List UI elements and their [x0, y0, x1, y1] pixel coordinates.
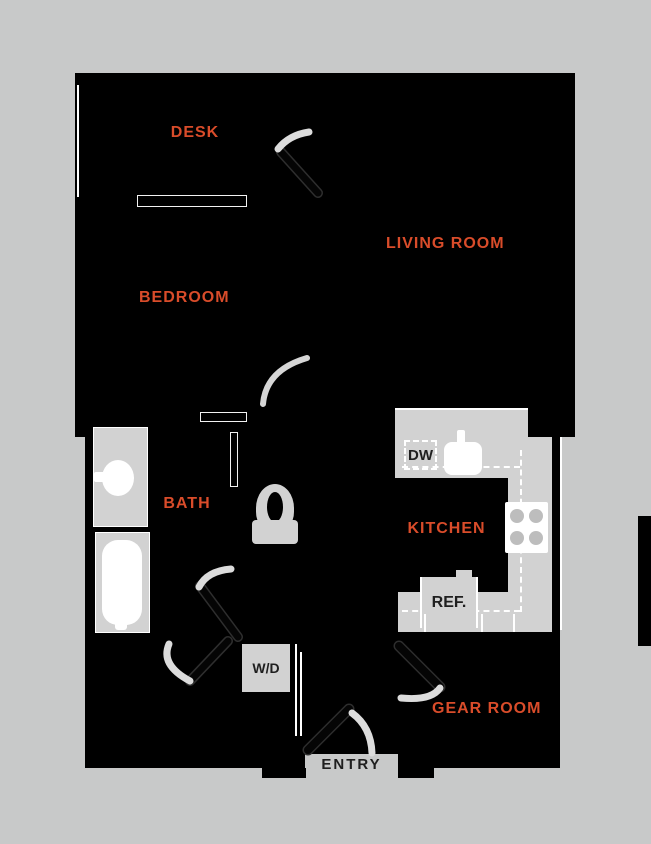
refrigerator-label: REF. — [431, 593, 467, 611]
cabinet-divider — [481, 614, 483, 632]
kitchen-faucet — [457, 430, 465, 444]
room-label-living-room: LIVING ROOM — [386, 235, 505, 252]
closet-door-line — [300, 652, 302, 736]
door-arc — [260, 355, 310, 407]
burner-icon — [510, 531, 524, 545]
toilet-seat-opening — [267, 492, 283, 522]
door-arc — [195, 565, 235, 591]
cabinet-divider — [513, 614, 515, 632]
kitchen-sink — [444, 442, 482, 475]
burner-icon — [529, 509, 543, 523]
entry-opening — [305, 754, 398, 768]
kitchen-wall-hairline — [560, 437, 562, 630]
burner-icon — [529, 531, 543, 545]
vanity-faucet — [94, 472, 107, 482]
room-label-bath: BATH — [163, 495, 211, 512]
entry-wall-tab-left — [262, 768, 306, 778]
bath-wall-segment — [200, 412, 247, 422]
door-arc — [397, 684, 444, 702]
entry-wall-tab-right — [398, 768, 434, 778]
window-line — [77, 85, 79, 197]
desk-partition-wall — [137, 195, 247, 207]
room-label-bedroom: BEDROOM — [139, 289, 230, 306]
toilet-tank — [252, 520, 298, 544]
room-label-desk: DESK — [170, 124, 220, 141]
closet-door-line — [295, 644, 297, 736]
washer-dryer-box: W/D — [242, 644, 290, 692]
refrigerator-tab — [456, 570, 472, 578]
dishwasher-box: DW — [404, 440, 437, 470]
washer-dryer-label: W/D — [252, 660, 280, 676]
room-label-gear-room: GEAR ROOM — [432, 700, 542, 717]
door-arc — [274, 128, 313, 153]
bathtub-drain — [115, 608, 127, 630]
main-room-area — [75, 73, 575, 437]
burner-icon — [510, 509, 524, 523]
dishwasher-label: DW — [408, 446, 433, 464]
bath-pocket-door — [230, 432, 238, 487]
room-label-kitchen: KITCHEN — [407, 520, 486, 537]
vanity-sink — [102, 460, 134, 496]
refrigerator-box: REF. — [420, 577, 478, 628]
neighbor-wall-strip — [638, 516, 651, 646]
cabinet-divider — [424, 614, 426, 632]
entry-label: ENTRY — [321, 756, 382, 773]
stove — [505, 502, 548, 553]
door-arc — [163, 640, 194, 685]
door-arc — [348, 709, 376, 757]
